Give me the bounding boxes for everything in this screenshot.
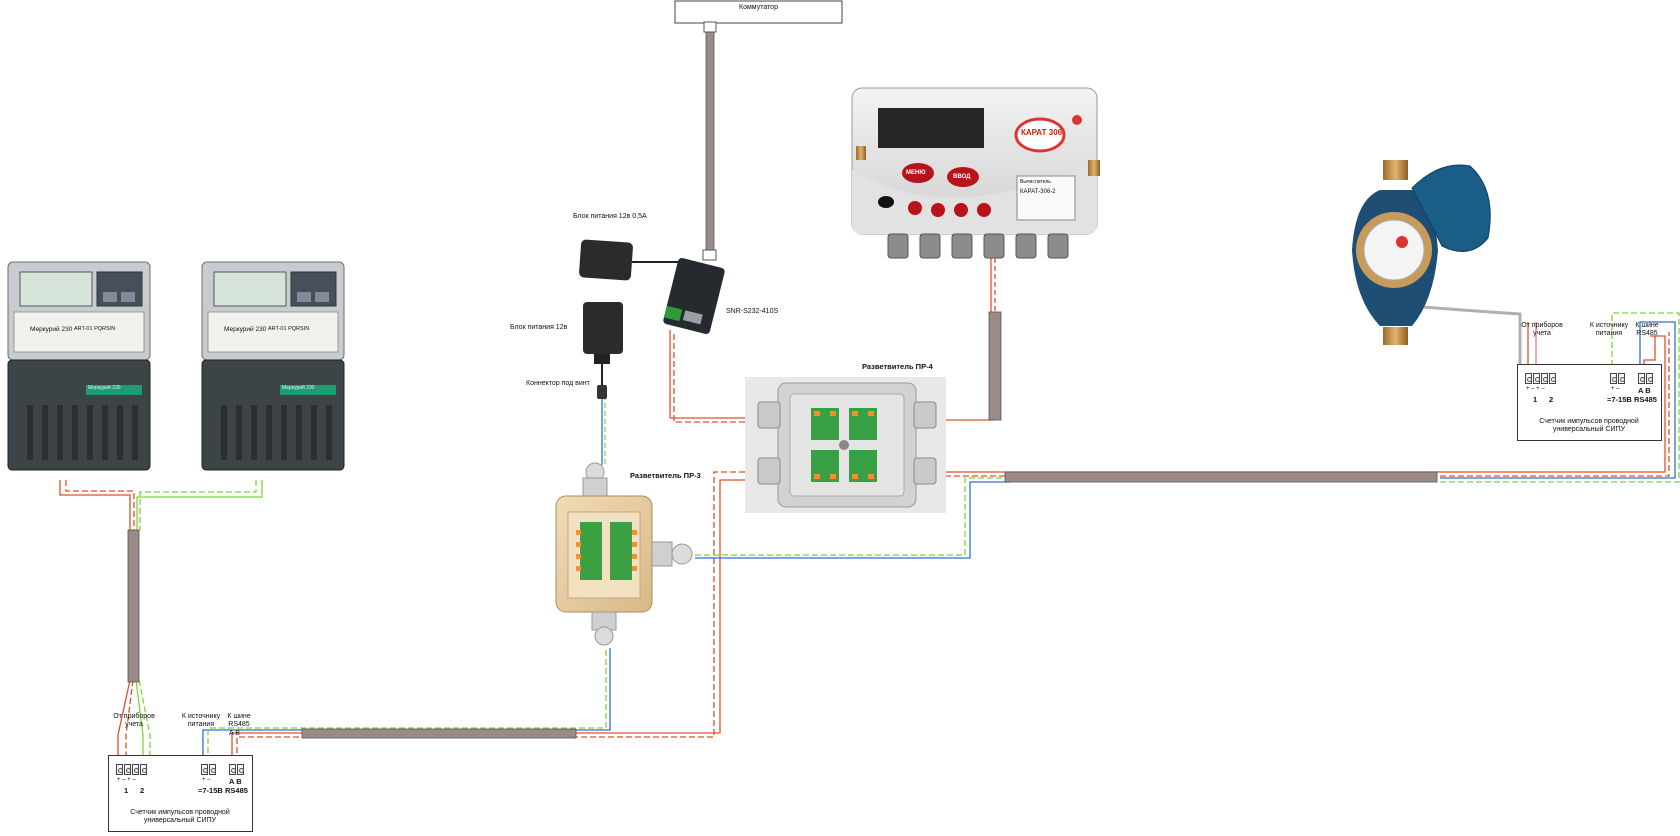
- left-from-meters-label: От приборов учета: [113, 713, 155, 729]
- right-term-5: [1610, 373, 1617, 384]
- right-ab-bottom: A B: [1638, 386, 1651, 395]
- cable-switch: [705, 29, 715, 253]
- wire-pr4-karat-red: [945, 402, 994, 421]
- left-term-3: [132, 764, 139, 775]
- left-term-4: [140, 764, 147, 775]
- left-pol-power: + –: [202, 777, 211, 783]
- wire-right-blue: [1440, 321, 1676, 479]
- converter-label: SNR-S232-410S: [726, 308, 779, 315]
- right-term-4: [1549, 373, 1556, 384]
- left-term-1: [116, 764, 123, 775]
- wire-bus-blue: [202, 648, 611, 762]
- water-meter: [1352, 160, 1491, 345]
- left-voltage: =7-15В: [198, 786, 223, 795]
- wire-right-red-dash: [945, 332, 1670, 477]
- left-ch1: 1: [124, 786, 129, 795]
- meter2-plate: Меркурий 230: [282, 385, 315, 391]
- left-term-6: [209, 764, 216, 775]
- screw-connector-label: Коннектор под винт: [526, 380, 590, 387]
- cable-karat: [988, 311, 1002, 421]
- switch-label: Коммутатор: [739, 4, 778, 11]
- meter1-plate: Меркурий 230: [88, 385, 121, 391]
- switch-connector-lower: [702, 249, 717, 261]
- left-to-bus-label: К шине RS485: [227, 713, 251, 729]
- psu-12v: [583, 302, 623, 399]
- karat-enter-button: ВВОД: [953, 174, 971, 180]
- right-ch2: 2: [1549, 395, 1554, 404]
- wire-right-green: [1440, 312, 1680, 483]
- wire-red-down2: [125, 679, 134, 762]
- switch-connector: [703, 21, 717, 33]
- converter-device: [663, 258, 725, 334]
- right-pol-in: + – + –: [1526, 386, 1545, 392]
- meter1-brand: Меркурий 230: [30, 326, 73, 333]
- right-term-6: [1618, 373, 1625, 384]
- wire-green-meter2: [136, 480, 263, 530]
- right-bus: RS485: [1634, 395, 1657, 404]
- meter2-model: ART-01 PQRSIN: [268, 326, 310, 332]
- wire-bus-red-dash: [236, 471, 745, 762]
- wire-red-down1: [117, 679, 131, 762]
- wire-water-cable: [1409, 304, 1522, 375]
- wire-bus-green: [207, 648, 607, 762]
- splitter-pr3-label: Разветвитель ПР-3: [630, 471, 701, 480]
- meter2-brand: Меркурий 230: [224, 326, 267, 333]
- karat-plate-title: Вычислитель: [1020, 179, 1051, 185]
- wire-pr3-pr4-blue: [695, 481, 1010, 559]
- right-term-2: [1533, 373, 1540, 384]
- left-term-2: [124, 764, 131, 775]
- right-term-8: [1646, 373, 1653, 384]
- electric-meter-2: [201, 261, 345, 471]
- karat-logo: КАРАТ 306: [1021, 128, 1063, 137]
- karat-menu-button: МЕНЮ: [906, 170, 926, 176]
- left-bus: RS485: [225, 786, 248, 795]
- splitter-pr3-body: [555, 462, 693, 646]
- wire-conv-pr4-red-dash: [673, 334, 745, 423]
- left-term-7: [229, 764, 236, 775]
- switch-box: [674, 0, 843, 24]
- right-ch1: 1: [1533, 395, 1538, 404]
- right-voltage: =7-15В: [1607, 395, 1632, 404]
- left-term-8: [237, 764, 244, 775]
- heat-calculator: [851, 87, 1100, 259]
- wire-conv-pr4-red: [669, 330, 745, 419]
- meter1-model: ART-01 PQRSIN: [74, 326, 116, 332]
- psu-small-label: Блок питания 12в 0,5А: [573, 213, 647, 220]
- karat-plate-model: КАРАТ-306-2: [1020, 189, 1056, 195]
- right-pol-power: + –: [1611, 386, 1620, 392]
- psu-12v-label: Блок питания 12в: [510, 324, 568, 331]
- right-to-power-label: К источнику питания: [1589, 322, 1629, 338]
- splitter-pr4-label: Разветвитель ПР-4: [862, 362, 933, 371]
- left-ab-bottom: A B: [229, 777, 242, 786]
- wire-green-down1: [135, 679, 144, 762]
- right-term-1: [1525, 373, 1532, 384]
- splitter-pr4-body: [745, 377, 946, 513]
- left-ch2: 2: [140, 786, 145, 795]
- wire-bus-red: [231, 479, 745, 762]
- cables: [127, 29, 1438, 739]
- right-counter-title: Счетчик импульсов проводной универсальны…: [1539, 418, 1639, 434]
- right-term-3: [1541, 373, 1548, 384]
- left-ab-top: A B: [229, 730, 240, 737]
- right-to-bus-label: К шине RS485: [1635, 322, 1659, 338]
- psu-small: [579, 239, 680, 281]
- electric-meter-1: [7, 261, 151, 471]
- right-from-meters-label: От приборов учета: [1521, 322, 1563, 338]
- wire-red-meter1-dash: [65, 480, 135, 530]
- wire-green-meter2-dash: [139, 480, 257, 530]
- left-to-power-label: К источнику питания: [181, 713, 221, 729]
- left-pol-in: + – + –: [117, 777, 136, 783]
- left-counter-title: Счетчик импульсов проводной универсальны…: [130, 809, 230, 825]
- cable-bus-right: [1004, 471, 1438, 483]
- wire-pr3-pr4-green: [695, 477, 1010, 556]
- left-term-5: [201, 764, 208, 775]
- wire-green-down2: [138, 679, 151, 762]
- right-term-7: [1638, 373, 1645, 384]
- wire-red-meter1: [59, 480, 131, 530]
- cable-bus-left: [301, 728, 577, 739]
- cable-left-vertical: [127, 529, 140, 683]
